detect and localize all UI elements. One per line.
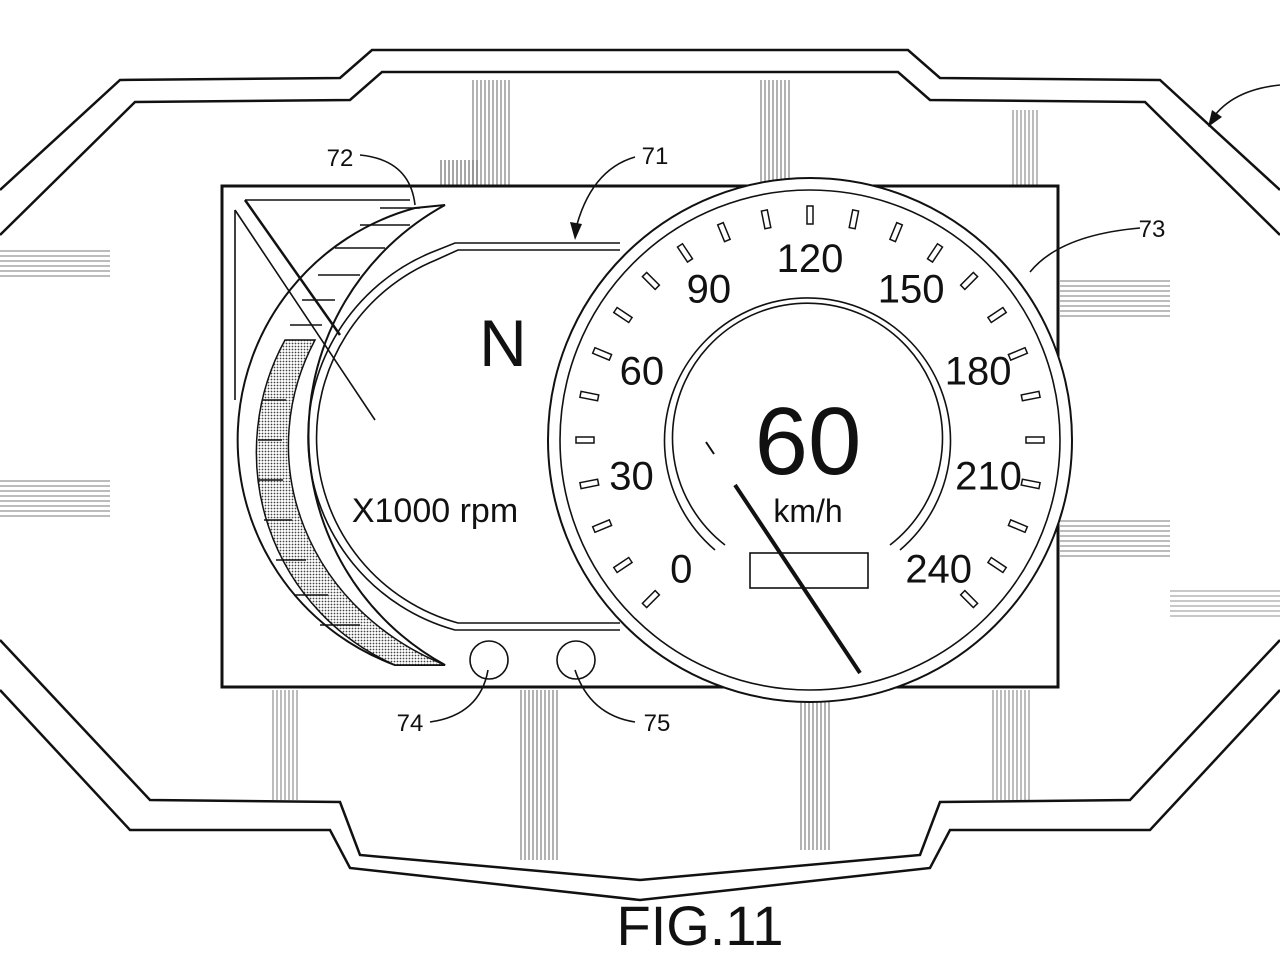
gear-indicator: N [479, 306, 527, 380]
speed-tick [959, 271, 979, 291]
speed-scale-label: 90 [687, 268, 732, 312]
ref-label-72: 72 [327, 145, 354, 172]
speed-tick [579, 390, 600, 402]
speed-tick [926, 242, 944, 264]
ref-label-75: 75 [644, 710, 671, 737]
speed-tick [591, 518, 613, 534]
speed-scale-label: 180 [945, 349, 1012, 393]
speed-tick [1020, 390, 1041, 402]
speed-tick [848, 209, 860, 230]
speed-tick [641, 271, 661, 291]
speed-tick [612, 306, 634, 324]
figure-caption: FIG.11 [616, 894, 783, 957]
speed-scale-label: 60 [620, 349, 665, 393]
speed-tick [641, 589, 661, 609]
speed-tick [591, 346, 613, 362]
speed-scale-label: 0 [670, 548, 692, 592]
speed-tick [1025, 436, 1045, 444]
indicator-lamp-right [556, 640, 596, 680]
speed-tick [1007, 346, 1029, 362]
speed-unit-label: km/h [773, 493, 842, 529]
ref-label-71: 71 [642, 143, 669, 170]
tachometer-dial [307, 242, 620, 631]
rpm-unit-label: X1000 rpm [352, 492, 518, 530]
ref-label-74: 74 [397, 710, 424, 737]
speed-tick [1020, 478, 1041, 490]
speed-tick [579, 478, 600, 490]
speed-tick [888, 221, 904, 243]
housing [0, 48, 1280, 902]
speed-tick [676, 242, 694, 264]
speed-tick [760, 209, 772, 230]
tachometer-bar [236, 204, 446, 666]
speed-scale-label: 120 [777, 237, 844, 281]
speed-scale-label: 210 [955, 455, 1022, 499]
speed-tick [1007, 518, 1029, 534]
speed-tick [806, 205, 814, 225]
ref-label-73: 73 [1139, 216, 1166, 243]
speedometer-dial [547, 177, 1073, 703]
speed-tick [986, 306, 1008, 324]
speed-tick [959, 589, 979, 609]
speed-scale-label: 30 [609, 455, 654, 499]
speed-scale-label: 150 [878, 268, 945, 312]
reference-leaders [359, 84, 1280, 723]
speed-needle [733, 483, 862, 675]
speed-tick [575, 436, 595, 444]
speed-value: 60 [755, 388, 862, 495]
indicator-lamp-left [469, 640, 509, 680]
speed-tick [986, 556, 1008, 574]
speed-tick [612, 556, 634, 574]
speed-tick [716, 221, 732, 243]
speed-scale-label: 240 [905, 548, 972, 592]
